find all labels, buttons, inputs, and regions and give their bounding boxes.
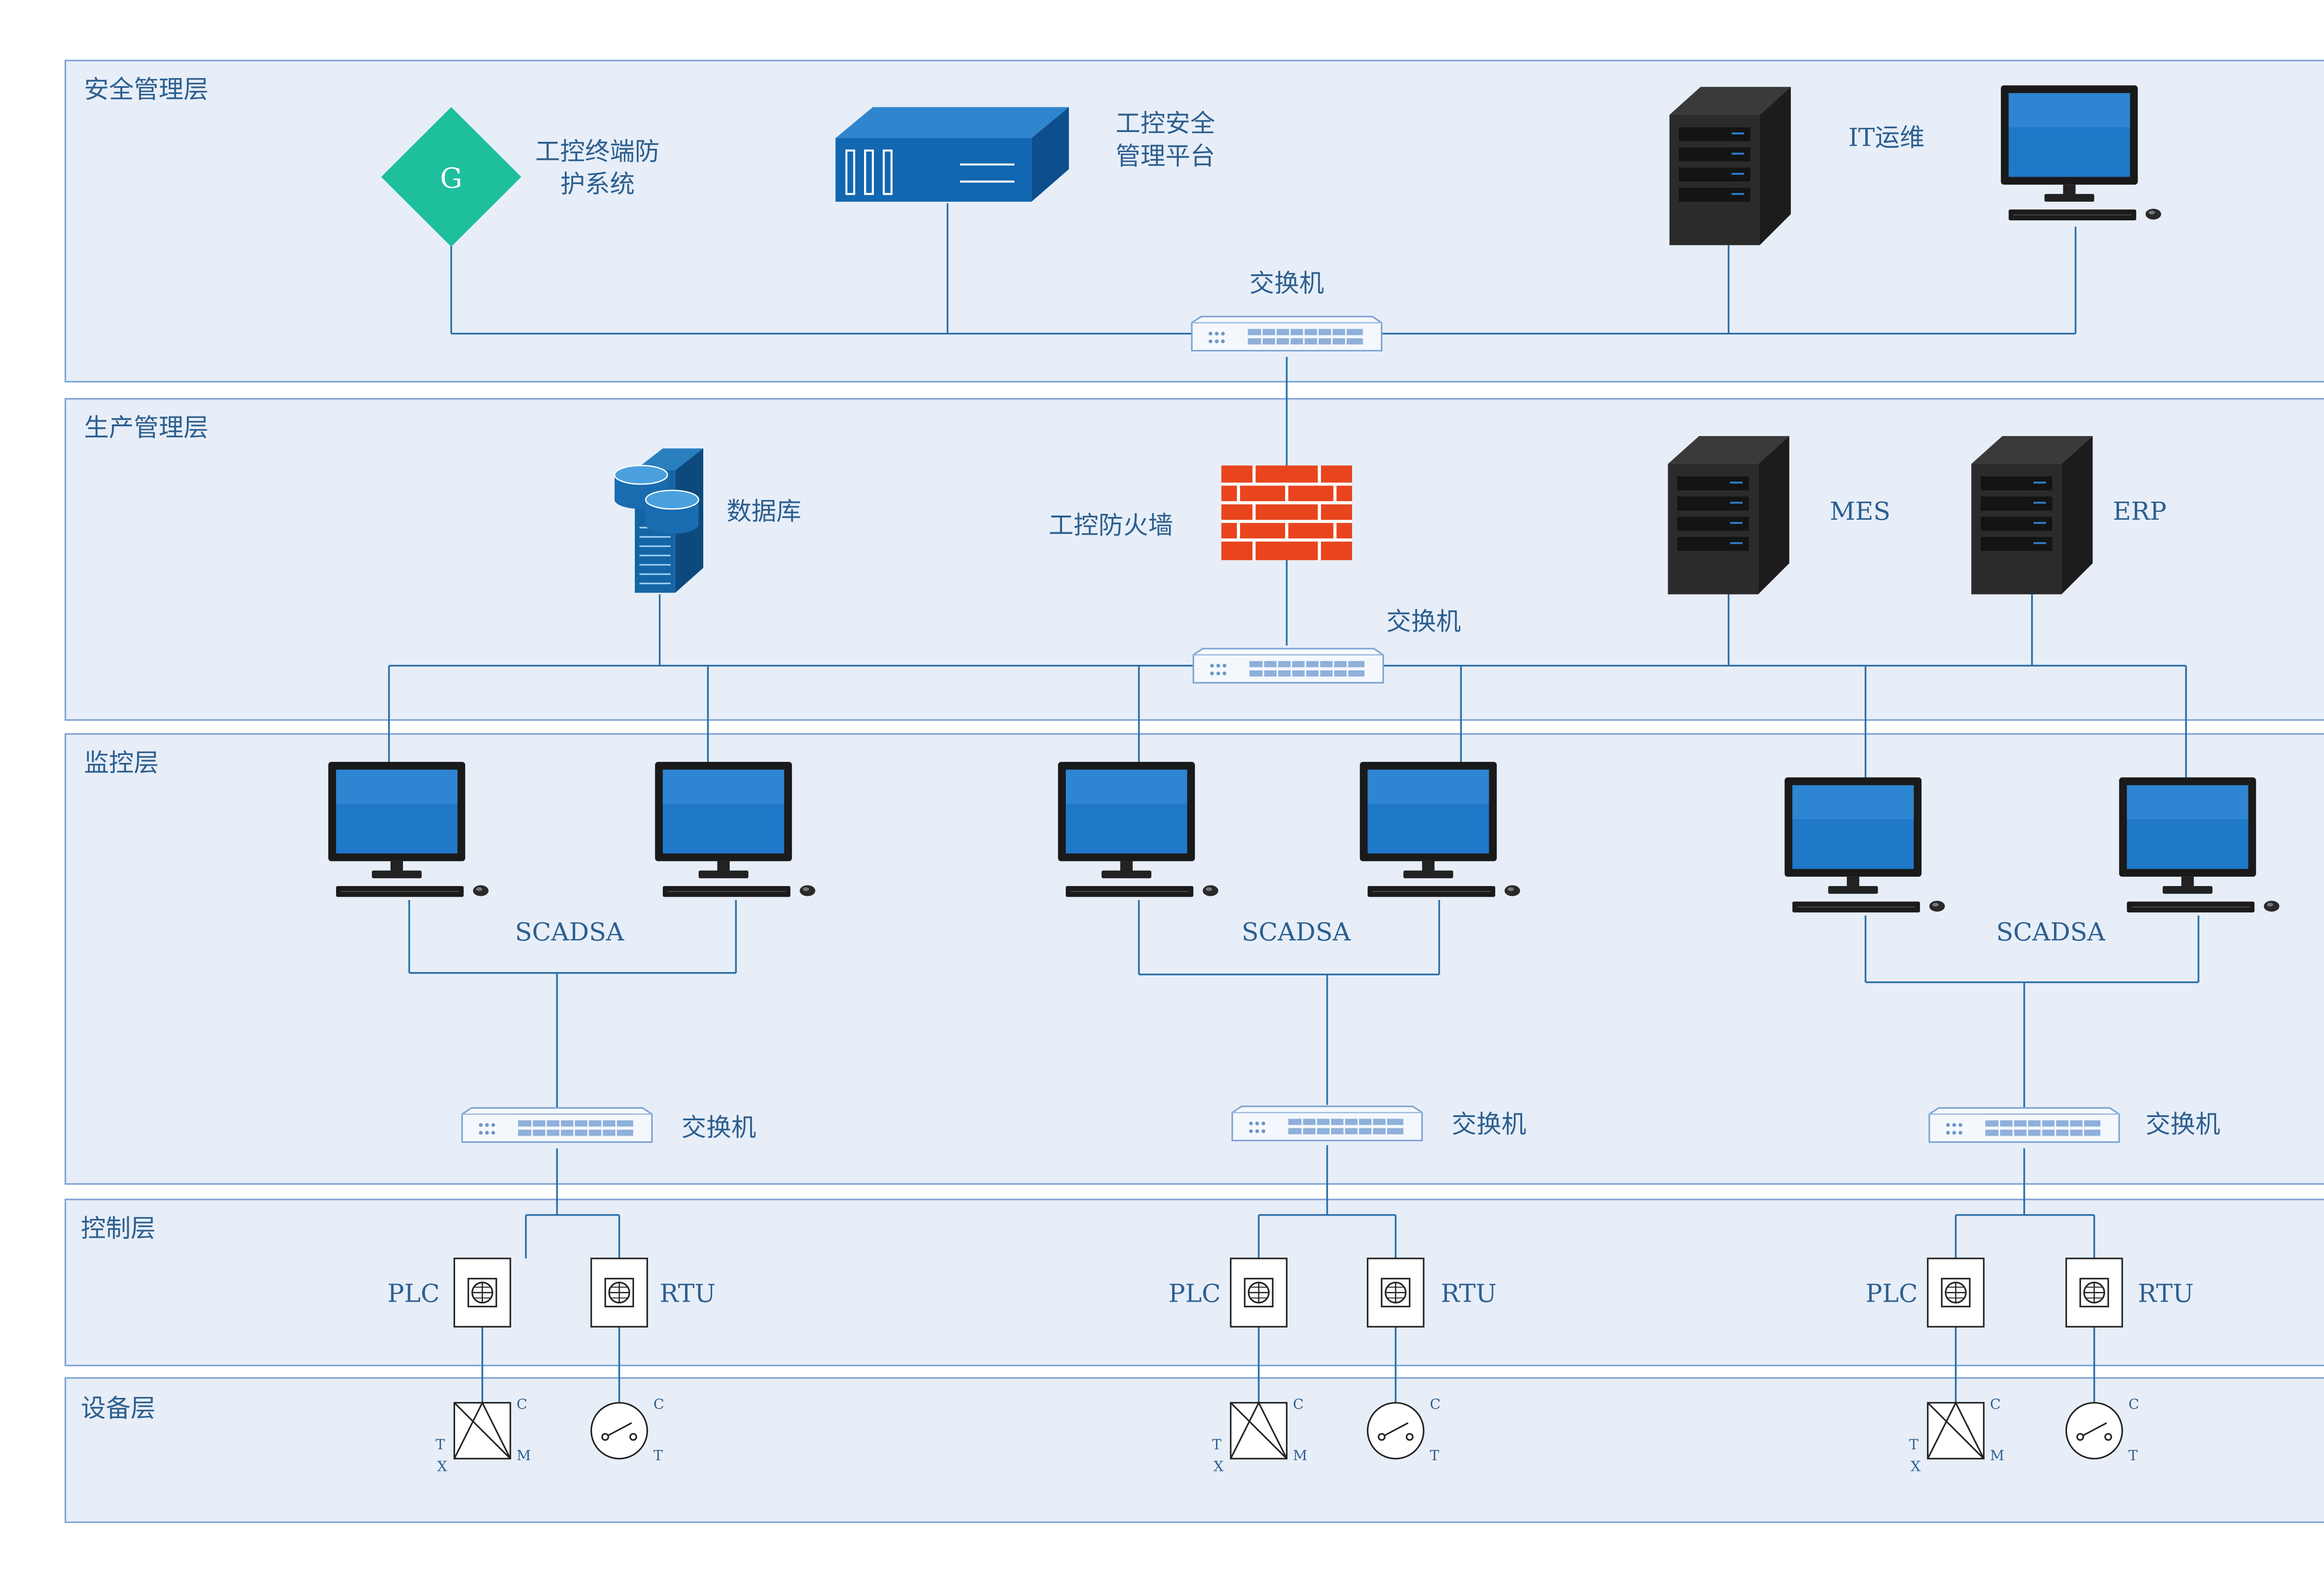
- scada-label: SCADSA: [1996, 917, 2106, 946]
- endpoint-label-line1: 工控终端防: [535, 137, 660, 166]
- security-appliance-icon: [835, 107, 1069, 202]
- transformer-t: T: [1909, 1437, 1918, 1453]
- control-group-1: PLC RTU: [388, 1257, 716, 1328]
- scada-group-1: SCADSA 交换机: [327, 761, 816, 1143]
- production-switch-label: 交换机: [1386, 607, 1461, 636]
- scada-label: SCADSA: [1241, 917, 1351, 946]
- database-server: 数据库: [614, 448, 801, 593]
- erp-label: ERP: [2113, 496, 2166, 526]
- scada-group-2: SCADSA 交换机: [1057, 761, 1526, 1142]
- device-group-3: C T X M C T: [1909, 1396, 2139, 1475]
- network-switch-icon: [1231, 1105, 1423, 1142]
- platform-label-line2: 管理平台: [1116, 141, 1215, 171]
- security-management-platform: 工控安全 管理平台: [835, 107, 1215, 202]
- breaker-c: C: [2128, 1396, 2139, 1413]
- control-group-3: PLC RTU: [1866, 1257, 2194, 1328]
- mes-server: MES: [1668, 436, 1890, 594]
- connection-lines: [388, 203, 2199, 1403]
- network-switch-icon: [1192, 648, 1384, 684]
- erp-server: ERP: [1971, 436, 2166, 594]
- plc-module-icon: [590, 1257, 648, 1328]
- transformer-x: X: [437, 1458, 448, 1475]
- layer-label-security: 安全管理层: [84, 74, 209, 104]
- scada-label: SCADSA: [515, 917, 625, 946]
- transformer-x: X: [1911, 1458, 1921, 1475]
- layer-band-device: [64, 1377, 2324, 1523]
- platform-label-line1: 工控安全: [1116, 109, 1215, 138]
- transformer-x: X: [1214, 1458, 1224, 1475]
- layer-label-monitoring: 监控层: [84, 748, 159, 777]
- it-ops-server: [1670, 87, 1791, 245]
- plc-module-icon: [1927, 1257, 1985, 1328]
- breaker-switch-icon: [590, 1402, 648, 1460]
- breaker-c: C: [654, 1396, 664, 1413]
- plc-label: PLC: [388, 1279, 440, 1308]
- plc-label: PLC: [1169, 1279, 1221, 1308]
- layer-label-control: 控制层: [81, 1213, 156, 1243]
- endpoint-protection-system: G 工控终端防 护系统: [381, 107, 660, 247]
- transformer-t: T: [1212, 1437, 1221, 1453]
- plc-module-icon: [1230, 1257, 1288, 1328]
- transformer-m: M: [516, 1448, 531, 1464]
- transformer-c: C: [1293, 1396, 1304, 1413]
- transformer-m: M: [1990, 1448, 2004, 1464]
- it-ops-label: IT运维: [1849, 123, 1925, 152]
- security-switch-label: 交换机: [1249, 269, 1324, 298]
- plc-module-icon: [2065, 1257, 2123, 1328]
- breaker-t: T: [654, 1448, 663, 1464]
- control-group-2: PLC RTU: [1169, 1257, 1497, 1328]
- transformer-icon: [453, 1402, 511, 1460]
- transformer-icon: [1230, 1402, 1288, 1460]
- rtu-label: RTU: [660, 1279, 715, 1308]
- brick-firewall-icon: [1221, 465, 1352, 560]
- firewall-label: 工控防火墙: [1049, 510, 1173, 540]
- group-switch-label: 交换机: [1452, 1110, 1526, 1139]
- network-switch-icon: [1928, 1107, 2120, 1143]
- breaker-switch-icon: [1367, 1402, 1425, 1460]
- tower-server-icon: [1668, 436, 1789, 594]
- rtu-label: RTU: [2138, 1279, 2193, 1308]
- breaker-t: T: [1430, 1448, 1439, 1464]
- rtu-label: RTU: [1441, 1279, 1497, 1308]
- tower-server-icon: [1971, 436, 2093, 594]
- diamond-shield-icon: G: [381, 107, 522, 247]
- device-group-2: C T X M C T: [1212, 1396, 1441, 1475]
- layer-label-device: 设备层: [81, 1394, 156, 1423]
- transformer-t: T: [436, 1437, 445, 1453]
- endpoint-label-line2: 护系统: [560, 169, 635, 199]
- tower-server-icon: [1670, 87, 1791, 245]
- endpoint-glyph: G: [440, 162, 462, 195]
- transformer-c: C: [516, 1396, 527, 1413]
- breaker-c: C: [1430, 1396, 1440, 1413]
- device-group-1: C T X M C T: [436, 1396, 664, 1475]
- database-server-icon: [614, 448, 704, 593]
- production-switch: 交换机: [1192, 607, 1461, 684]
- database-label: 数据库: [726, 496, 801, 526]
- breaker-switch-icon: [2065, 1402, 2123, 1460]
- network-switch-icon: [461, 1107, 653, 1143]
- transformer-icon: [1927, 1402, 1985, 1460]
- transformer-c: C: [1990, 1396, 2000, 1413]
- network-switch-icon: [1191, 316, 1383, 352]
- group-switch-label: 交换机: [681, 1112, 756, 1142]
- plc-label: PLC: [1866, 1279, 1918, 1308]
- group-switch-label: 交换机: [2146, 1110, 2220, 1139]
- layer-label-production: 生产管理层: [84, 413, 209, 442]
- plc-module-icon: [453, 1257, 511, 1328]
- security-switch: 交换机: [1191, 269, 1383, 352]
- scada-group-3: SCADSA 交换机: [1783, 776, 2280, 1143]
- plc-module-icon: [1367, 1257, 1425, 1328]
- industrial-firewall: 工控防火墙: [1049, 465, 1352, 560]
- transformer-m: M: [1293, 1448, 1307, 1464]
- breaker-t: T: [2128, 1448, 2138, 1464]
- mes-label: MES: [1830, 496, 1891, 526]
